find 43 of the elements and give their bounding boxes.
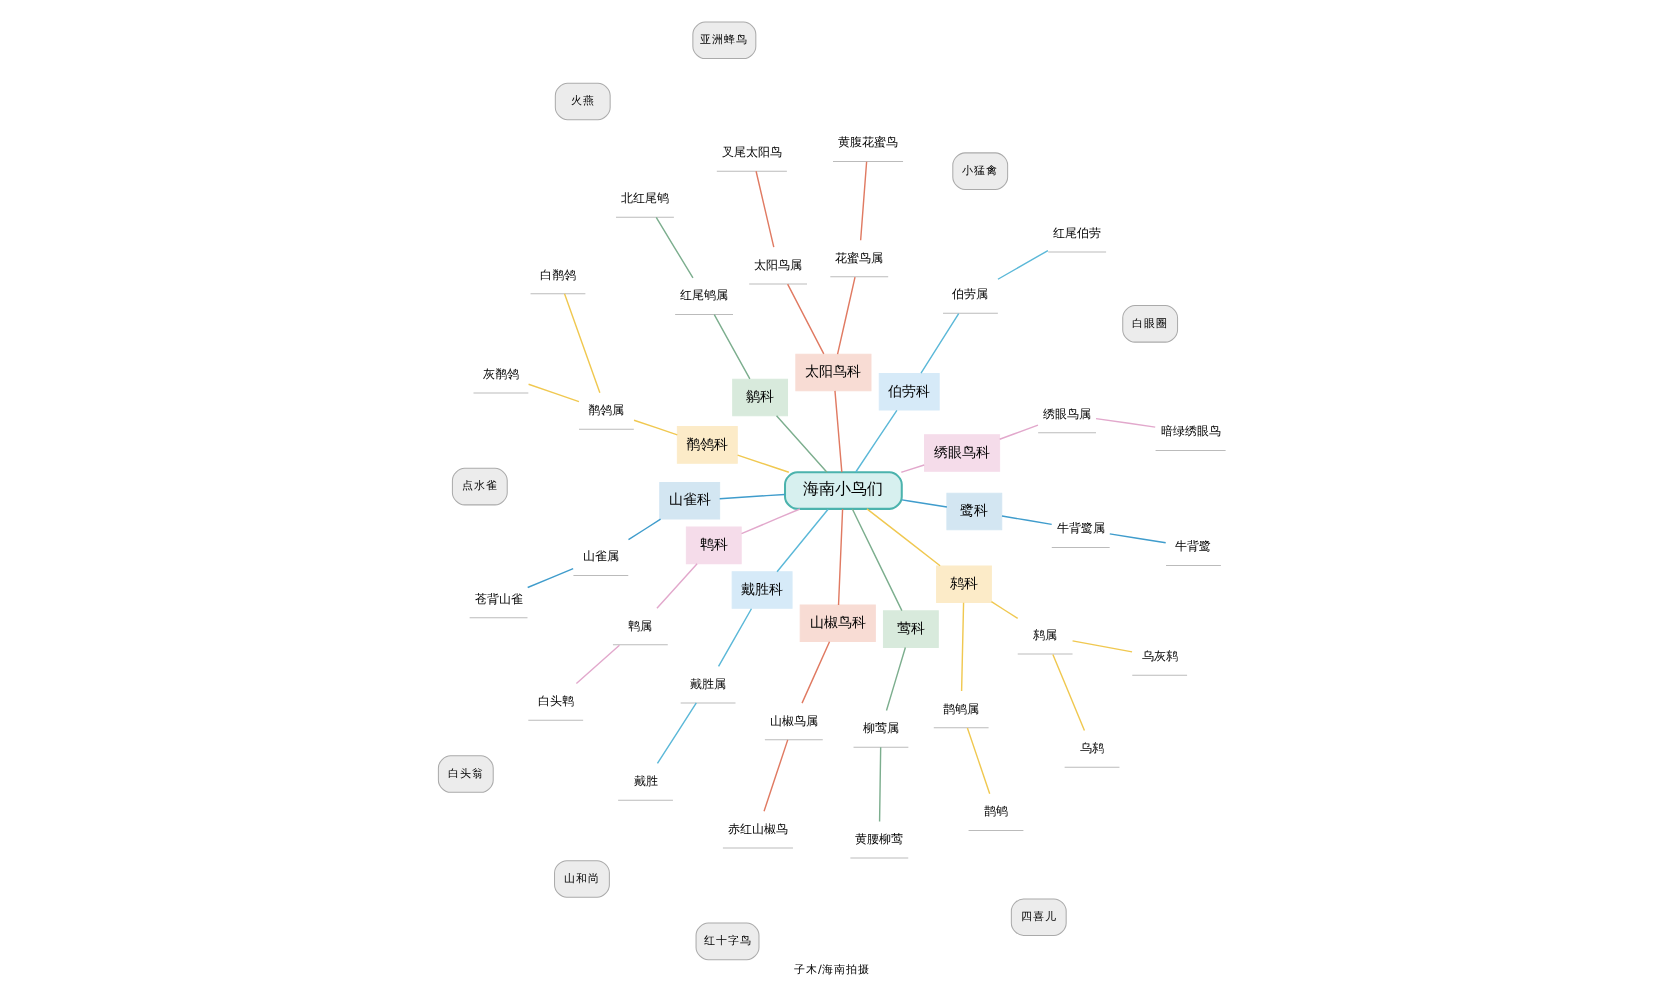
connector (526, 382, 579, 402)
connector (919, 311, 959, 373)
connector (785, 282, 824, 354)
connector (900, 498, 947, 507)
connector (996, 248, 1048, 279)
connector (850, 507, 902, 611)
connector (877, 745, 881, 822)
connector (762, 738, 788, 811)
connector (1094, 416, 1155, 427)
connector (836, 507, 843, 605)
connector (718, 492, 785, 499)
connector (774, 414, 827, 472)
connector (833, 389, 842, 472)
connector (655, 562, 697, 608)
connector (735, 453, 789, 472)
connector (965, 726, 990, 794)
connector (899, 463, 924, 472)
connector (739, 507, 800, 534)
connector (632, 418, 677, 435)
connector (835, 275, 855, 354)
connector (997, 423, 1038, 439)
connector (655, 701, 697, 764)
connector (574, 643, 620, 684)
connector (716, 607, 752, 667)
connector (1051, 652, 1085, 731)
connector (626, 517, 661, 540)
connector (1000, 514, 1052, 525)
connector (989, 600, 1018, 619)
connector (712, 312, 750, 379)
connector (858, 160, 867, 240)
connector (865, 507, 940, 566)
connector (654, 215, 693, 278)
node-box: 海南小鸟们 (783, 470, 902, 509)
connector (884, 645, 906, 711)
connector (775, 507, 828, 572)
connector (1108, 532, 1166, 543)
connector (754, 169, 774, 247)
connector (1070, 639, 1132, 652)
connector (526, 566, 573, 588)
connector (800, 640, 830, 703)
connector (959, 601, 964, 691)
connector (562, 292, 600, 393)
connector (854, 408, 897, 472)
